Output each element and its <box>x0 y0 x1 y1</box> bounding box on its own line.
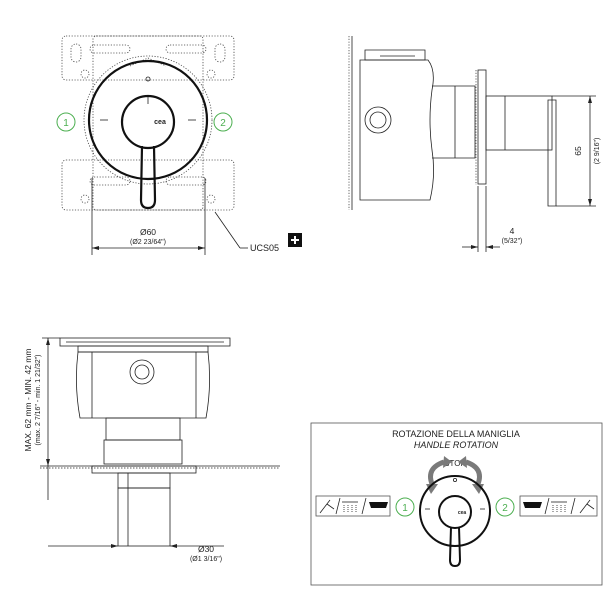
svg-text:cea: cea <box>458 510 467 516</box>
front-view: cea 1 2 Ø60 (Ø2 23/64") UCS05 <box>56 35 302 255</box>
rotation-arrow-left <box>426 456 452 494</box>
side-height-dimension: 65 (2 9/16") <box>552 95 601 207</box>
svg-text:(Ø1 3/16"): (Ø1 3/16") <box>190 556 222 563</box>
svg-text:4: 4 <box>510 226 515 236</box>
outlet-icons-right <box>519 495 598 517</box>
side-projection-dimension: 4 (5/32") <box>462 186 522 252</box>
spout-icon <box>369 502 388 508</box>
svg-text:2: 2 <box>502 503 508 514</box>
stop-label: STOP <box>444 459 466 468</box>
plus-icon <box>288 233 302 247</box>
svg-text:1: 1 <box>402 503 408 514</box>
svg-text:(Ø2 23/64"): (Ø2 23/64") <box>130 239 166 246</box>
position-marker-2: 2 <box>213 112 233 132</box>
rotation-title: ROTAZIONE DELLA MANIGLIA <box>392 429 520 439</box>
position-marker-1: 1 <box>56 112 76 132</box>
spout-icon <box>523 502 542 508</box>
section-view: MAX. 62 mm - MIN. 42 mm (max. 2 7/16" - … <box>23 337 280 563</box>
mounting-plate-outline <box>61 35 235 211</box>
svg-text:Ø60: Ø60 <box>140 227 156 237</box>
front-diameter-dimension: Ø60 (Ø2 23/64") <box>91 178 206 255</box>
section-diameter-dimension: Ø30 (Ø1 3/16") <box>48 544 224 563</box>
svg-text:(2 9/16"): (2 9/16") <box>594 138 601 165</box>
svg-text:(5/32"): (5/32") <box>502 238 523 245</box>
rotation-subtitle: HANDLE ROTATION <box>414 440 499 450</box>
svg-text:65: 65 <box>573 146 583 156</box>
outlet-icons-left <box>315 495 391 517</box>
cover-plate <box>87 59 209 181</box>
svg-text:1: 1 <box>63 118 69 129</box>
overhead-shower-icon <box>342 501 358 512</box>
section-depth-dimension: MAX. 62 mm - MIN. 42 mm (max. 2 7/16" - … <box>23 337 60 500</box>
rotation-position-1: 1 <box>395 497 415 517</box>
accessory-code: UCS05 <box>250 243 279 253</box>
side-view: 65 (2 9/16") 4 (5/32") <box>348 36 601 252</box>
svg-text:Ø30: Ø30 <box>198 544 214 554</box>
svg-text:(max. 2 7/16" - min. 1 21/32"): (max. 2 7/16" - min. 1 21/32") <box>35 355 42 446</box>
shower-head-icon <box>579 499 595 514</box>
rotation-arrow-right <box>458 456 484 494</box>
shower-head-icon <box>319 499 335 514</box>
accessory-callout: UCS05 <box>214 211 302 253</box>
handle-logo: cea <box>154 119 166 126</box>
handle: cea <box>120 94 176 210</box>
svg-text:2: 2 <box>220 118 226 129</box>
rotation-position-2: 2 <box>495 497 515 517</box>
overhead-shower-icon <box>551 501 567 512</box>
rotation-panel: ROTAZIONE DELLA MANIGLIA HANDLE ROTATION… <box>310 422 603 586</box>
svg-text:MAX. 62 mm - MIN. 42 mm: MAX. 62 mm - MIN. 42 mm <box>23 349 33 452</box>
